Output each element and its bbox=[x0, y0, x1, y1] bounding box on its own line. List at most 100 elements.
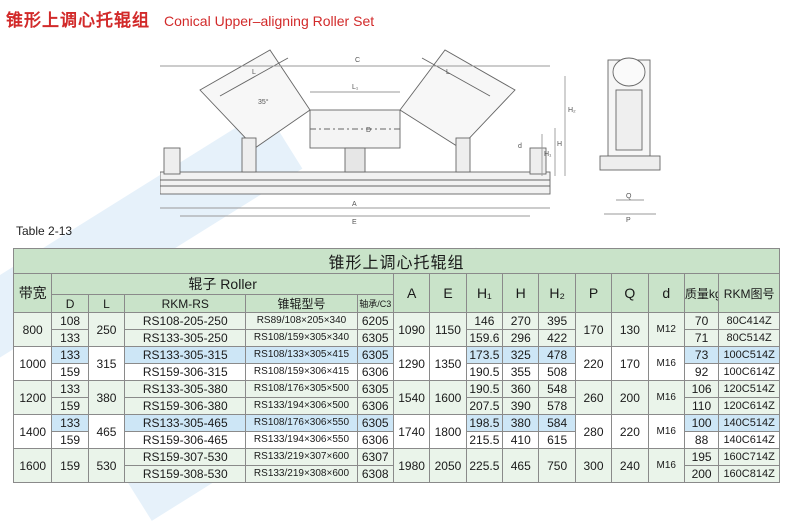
cell-mass: 71 bbox=[683, 329, 720, 347]
cell-model: RS133/194×306×550 bbox=[245, 431, 358, 449]
cell-H2: 750 bbox=[538, 448, 576, 483]
cell-D: 159 bbox=[51, 363, 89, 381]
cell-L: 250 bbox=[87, 312, 126, 347]
cell-H: 410 bbox=[502, 431, 540, 449]
cell-model: RS89/108×205×340 bbox=[245, 312, 358, 330]
cell-H1: 225.5 bbox=[465, 448, 504, 483]
label-L-left: L bbox=[252, 69, 256, 76]
table-row: 1000 133 315 RS133-305-315 RS108/133×305… bbox=[12, 346, 780, 381]
cell-A: 1290 bbox=[392, 346, 431, 381]
header-H1: H₁ bbox=[465, 273, 504, 313]
cell-rkm-code: 120C514Z bbox=[718, 380, 780, 398]
table-row: 1400 133 465 RS133-305-465 RS108/176×306… bbox=[12, 414, 780, 449]
label-D: D bbox=[366, 127, 371, 134]
header-Q: Q bbox=[611, 273, 649, 313]
cell-Q: 240 bbox=[611, 448, 649, 483]
cell-mass: 88 bbox=[683, 431, 720, 449]
cell-mass: 70 bbox=[683, 312, 720, 330]
cell-H1: 146 bbox=[465, 312, 504, 330]
cell-d: M16 bbox=[647, 448, 685, 483]
cell-model: RS133/194×306×500 bbox=[245, 397, 358, 415]
cell-rkm-rs: RS108-205-250 bbox=[124, 312, 247, 330]
header-D: D bbox=[51, 294, 89, 313]
cell-P: 300 bbox=[574, 448, 613, 483]
cell-mass: 200 bbox=[683, 465, 720, 483]
cell-H1: 173.5 bbox=[465, 346, 504, 364]
header-bandwidth: 带宽 bbox=[12, 273, 53, 313]
cell-D: 159 bbox=[51, 397, 89, 415]
cell-L: 465 bbox=[87, 414, 126, 449]
cell-mass: 100 bbox=[683, 414, 720, 432]
header-H2: H₂ bbox=[538, 273, 576, 313]
cell-model: RS108/176×305×500 bbox=[245, 380, 358, 398]
table-title: 锥形上调心托辊组 bbox=[13, 248, 780, 274]
cell-D: 159 bbox=[51, 431, 89, 449]
label-P: P bbox=[626, 217, 631, 224]
cell-Q: 220 bbox=[611, 414, 649, 449]
cell-mass: 92 bbox=[683, 363, 720, 381]
cell-L: 530 bbox=[87, 448, 126, 483]
cell-H2: 422 bbox=[538, 329, 576, 347]
cell-bandwidth: 800 bbox=[12, 312, 53, 347]
header-H: H bbox=[502, 273, 540, 313]
cell-bearing: 6205 bbox=[356, 312, 394, 330]
table-row: 1600 159 530 RS159-307-530 RS133/219×307… bbox=[12, 448, 780, 483]
heading-english: Conical Upper–aligning Roller Set bbox=[164, 13, 375, 29]
cell-P: 170 bbox=[574, 312, 613, 347]
cell-E: 1600 bbox=[429, 380, 467, 415]
header-bearing: 轴承/C3 bbox=[356, 294, 394, 313]
table-row: 159 RS159-306-465 RS133/194×306×550 6306… bbox=[14, 431, 780, 449]
cell-E: 2050 bbox=[429, 448, 467, 483]
cell-model: RS108/159×306×415 bbox=[245, 363, 358, 381]
cell-model: RS133/219×307×600 bbox=[245, 448, 358, 466]
cell-P: 220 bbox=[574, 346, 613, 381]
cell-H2: 584 bbox=[538, 414, 576, 432]
header-rkm-drawing: RKM图号 bbox=[718, 273, 780, 313]
cell-bearing: 6308 bbox=[356, 465, 394, 483]
header-A: A bbox=[392, 273, 431, 313]
cell-H1: 159.6 bbox=[465, 329, 504, 347]
cell-H2: 615 bbox=[538, 431, 576, 449]
cell-H2: 548 bbox=[538, 380, 576, 398]
table-row: 159 RS159-306-380 RS133/194×306×500 6306… bbox=[14, 397, 780, 415]
cell-E: 1350 bbox=[429, 346, 467, 381]
cell-H1: 190.5 bbox=[465, 380, 504, 398]
cell-bandwidth: 1200 bbox=[12, 380, 53, 415]
cell-P: 280 bbox=[574, 414, 613, 449]
cell-H: 296 bbox=[502, 329, 540, 347]
cell-H2: 508 bbox=[538, 363, 576, 381]
cell-H: 465 bbox=[502, 448, 540, 483]
cell-D: 159 bbox=[51, 448, 89, 483]
cell-rkm-rs: RS159-307-530 bbox=[124, 448, 247, 466]
table-reference: Table 2-13 bbox=[16, 224, 73, 238]
cell-bearing: 6306 bbox=[356, 397, 394, 415]
cell-D: 133 bbox=[51, 414, 89, 432]
cell-H: 360 bbox=[502, 380, 540, 398]
cell-bandwidth: 1400 bbox=[12, 414, 53, 449]
page-heading: 锥形上调心托辊组 Conical Upper–aligning Roller S… bbox=[6, 6, 375, 31]
cell-d: M12 bbox=[647, 312, 685, 347]
cell-model: RS108/159×305×340 bbox=[245, 329, 358, 347]
cell-model: RS108/133×305×415 bbox=[245, 346, 358, 364]
cell-rkm-code: 120C614Z bbox=[718, 397, 780, 415]
cell-D: 133 bbox=[51, 380, 89, 398]
cell-rkm-rs: RS133-305-380 bbox=[124, 380, 247, 398]
label-A: A bbox=[352, 201, 357, 208]
cell-d: M16 bbox=[647, 346, 685, 381]
technical-drawing: C L₁ L L 35° D d A E H₁ H H₂ Q P bbox=[160, 49, 661, 226]
cell-bearing: 6305 bbox=[356, 346, 394, 364]
cell-bearing: 6306 bbox=[356, 431, 394, 449]
header-E: E bbox=[429, 273, 467, 313]
cell-bandwidth: 1600 bbox=[12, 448, 53, 483]
cell-H1: 207.5 bbox=[465, 397, 504, 415]
header-mass: 质量kg bbox=[683, 273, 720, 313]
cell-rkm-code: 160C714Z bbox=[718, 448, 780, 466]
cell-rkm-rs: RS133-305-465 bbox=[124, 414, 247, 432]
cell-D: 108 bbox=[51, 312, 89, 330]
cell-D: 133 bbox=[51, 329, 89, 347]
cell-bandwidth: 1000 bbox=[12, 346, 53, 381]
cell-A: 1090 bbox=[392, 312, 431, 347]
cell-rkm-code: 140C614Z bbox=[718, 431, 780, 449]
cell-mass: 73 bbox=[683, 346, 720, 364]
cell-H: 390 bbox=[502, 397, 540, 415]
